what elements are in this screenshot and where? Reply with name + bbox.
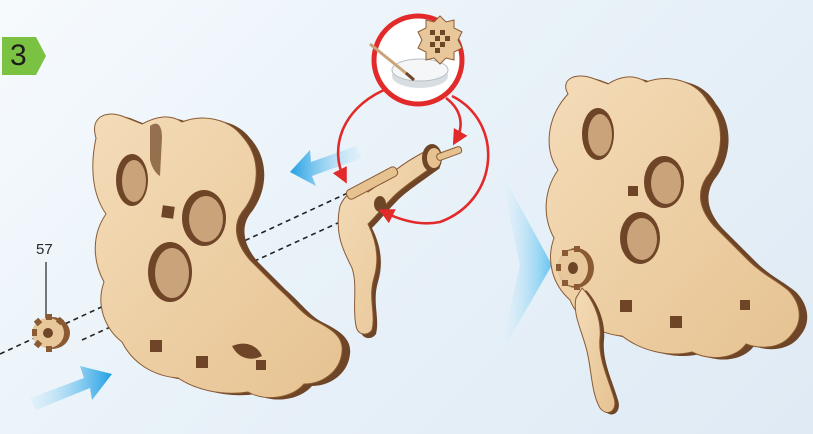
step-number-badge: 3 [2,37,46,75]
wooden-frame-panel-left [93,114,350,400]
assembled-model-right [546,76,807,415]
transition-chevron [500,170,552,355]
gear-part-57 [32,262,70,352]
part-number-label: 57 [36,241,53,258]
motion-arrow-upper [290,146,362,186]
step-number: 3 [10,39,27,73]
motion-arrow-lower [30,366,112,410]
crank-lever-part [338,144,462,338]
